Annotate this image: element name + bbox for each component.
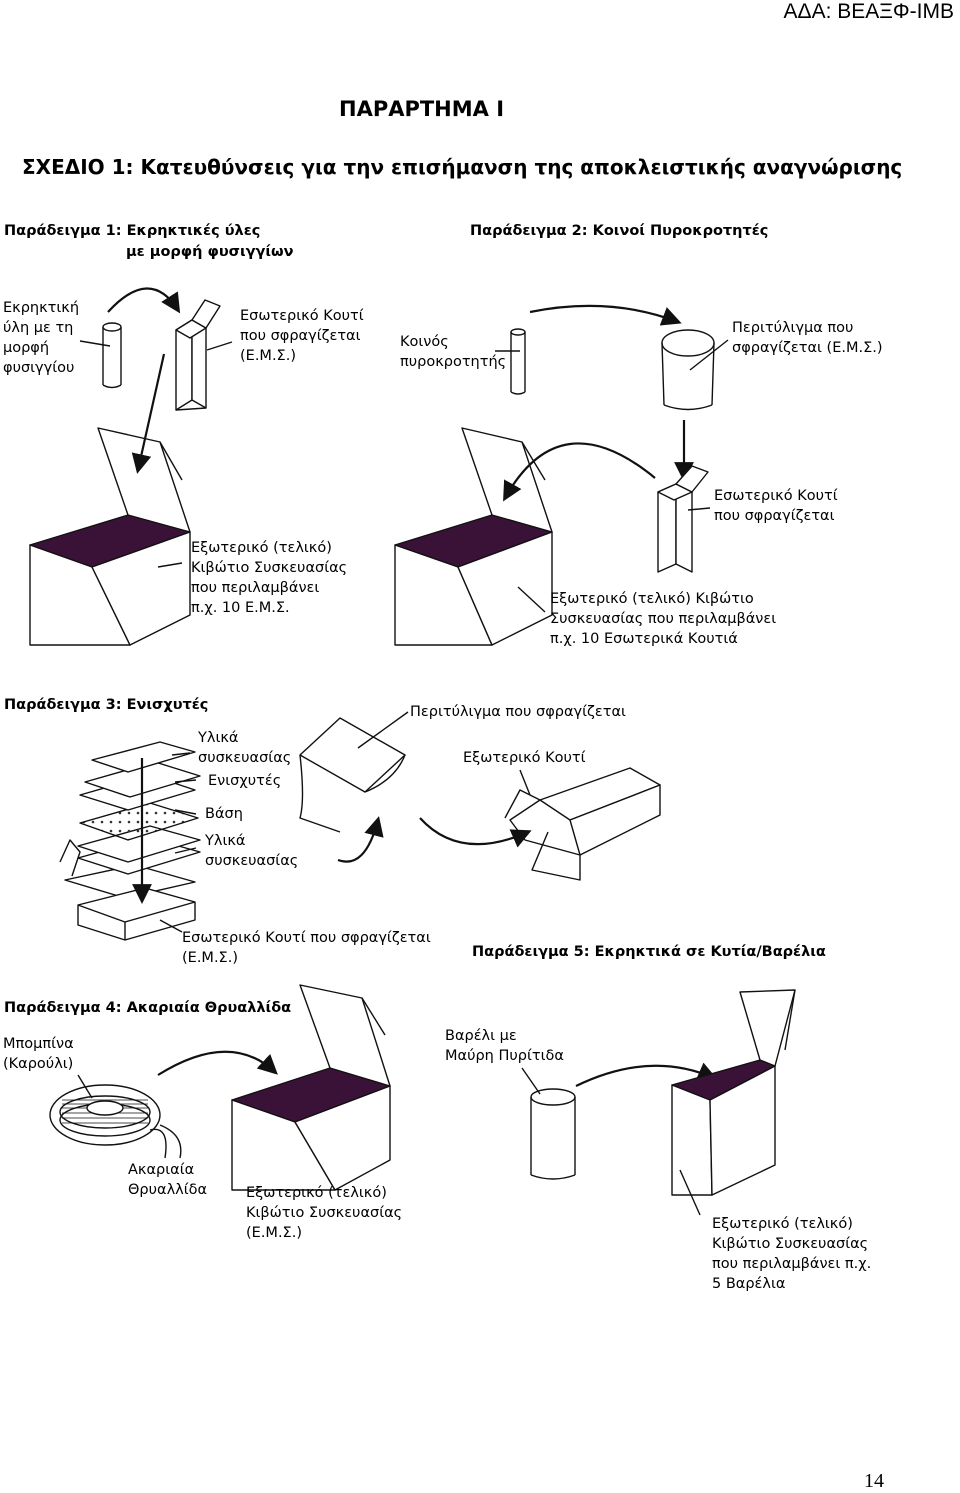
arrow-icon	[530, 306, 682, 326]
outer-box-icon	[232, 985, 390, 1190]
arrow-icon	[158, 1052, 278, 1075]
inner-box-icon	[176, 300, 220, 410]
arrow-icon	[131, 354, 164, 474]
label-packaging-bottom: Υλικά συσκευασίας	[205, 833, 299, 869]
label-base: Βάση	[205, 806, 243, 822]
leader-line	[160, 920, 182, 932]
label-packaging-top: Υλικά συσκευασίας	[198, 730, 292, 766]
label-inner-box-2: Εσωτερικό Κουτί που σφραγίζεται	[714, 488, 838, 524]
reel-icon	[50, 1085, 160, 1145]
cord-icon	[150, 1129, 166, 1158]
label-outer-box-3: Εξωτερικό Κουτί	[463, 750, 586, 766]
arrow-icon	[420, 818, 532, 848]
outer-box-icon	[395, 428, 552, 645]
example-2-title: Παράδειγμα 2: Κοινοί Πυροκροτητές	[470, 223, 769, 239]
wrap-icon	[662, 330, 714, 410]
wrap-icon	[300, 718, 405, 832]
leader-line	[518, 587, 545, 612]
leader-line	[80, 341, 110, 346]
leader-line	[175, 780, 196, 782]
leader-line	[522, 1068, 540, 1094]
outer-box-icon	[672, 990, 795, 1195]
label-boosters: Ενισχυτές	[208, 773, 282, 789]
arrow-icon	[338, 816, 384, 862]
example-1-title-line2: με μορφή φυσιγγίων	[126, 244, 294, 260]
annex-title: ΠΑΡΑΡΤΗΜΑ Ι	[339, 97, 505, 121]
leader-line	[690, 340, 728, 370]
cartridge-icon	[103, 323, 121, 388]
label-cartridge: Εκρηκτική ύλη με τη μορφή φυσιγγίου	[3, 300, 80, 376]
arrow-icon	[503, 443, 655, 502]
plan-subtitle: ΣΧΕΔΙΟ 1: Κατευθύνσεις για την επισήμανσ…	[22, 155, 903, 179]
leader-line	[175, 848, 196, 853]
leader-line	[172, 753, 190, 755]
ada-code: ΑΔΑ: ΒΕΑΞΦ-ΙΜΒ	[783, 0, 954, 23]
page-number: 14	[864, 1470, 884, 1492]
label-outer-box-2: Εξωτερικό (τελικό) Κιβώτιο Συσκευασίας π…	[550, 591, 777, 647]
label-outer-box-5: Εξωτερικό (τελικό) Κιβώτιο Συσκευασίας π…	[712, 1216, 872, 1292]
label-barrel: Βαρέλι με Μαύρη Πυρίτιδα	[445, 1028, 564, 1064]
leader-line	[520, 770, 530, 795]
example-1-title: Παράδειγμα 1: Εκρηκτικές ύλες	[4, 223, 261, 239]
layered-packaging-icon	[60, 742, 200, 940]
label-inner-box-1: Εσωτερικό Κουτί που σφραγίζεται (Ε.Μ.Σ.)	[240, 308, 364, 364]
example-4-title: Παράδειγμα 4: Ακαριαία Θρυαλλίδα	[4, 1000, 292, 1016]
leader-line	[680, 1170, 700, 1215]
leader-line	[358, 712, 408, 748]
leader-line	[207, 342, 232, 350]
inner-box-icon	[658, 466, 708, 572]
leader-line	[78, 1075, 92, 1098]
leader-line	[158, 563, 182, 567]
arrow-icon	[108, 288, 181, 314]
label-detonator: Κοινός πυροκροτητής	[400, 334, 507, 370]
label-outer-box-1: Εξωτερικό (τελικό) Κιβώτιο Συσκευασίας π…	[191, 540, 348, 616]
detonator-icon	[511, 329, 525, 394]
leader-line	[688, 508, 710, 510]
example-3-title: Παράδειγμα 3: Ενισχυτές	[4, 697, 209, 713]
label-wrap-3: Περιτύλιγμα που σφραγίζεται	[410, 704, 626, 720]
label-inner-box-3: Εσωτερικό Κουτί που σφραγίζεται (Ε.Μ.Σ.)	[182, 930, 431, 966]
example-5-title: Παράδειγμα 5: Εκρηκτικά σε Κυτία/Βαρέλια	[472, 944, 826, 960]
label-outer-box-4: Εξωτερικό (τελικό) Κιβώτιο Συσκευασίας (…	[246, 1185, 403, 1241]
barrel-icon	[531, 1089, 575, 1179]
outer-box-icon	[30, 428, 190, 645]
outer-box-icon	[505, 768, 660, 880]
label-cord: Ακαριαία Θρυαλλίδα	[128, 1162, 208, 1198]
label-reel: Μπομπίνα (Καρούλι)	[3, 1036, 74, 1072]
label-wrap-2: Περιτύλιγμα που σφραγίζεται (Ε.Μ.Σ.)	[732, 320, 883, 356]
arrow-icon	[576, 1062, 718, 1086]
leader-line	[175, 810, 196, 814]
